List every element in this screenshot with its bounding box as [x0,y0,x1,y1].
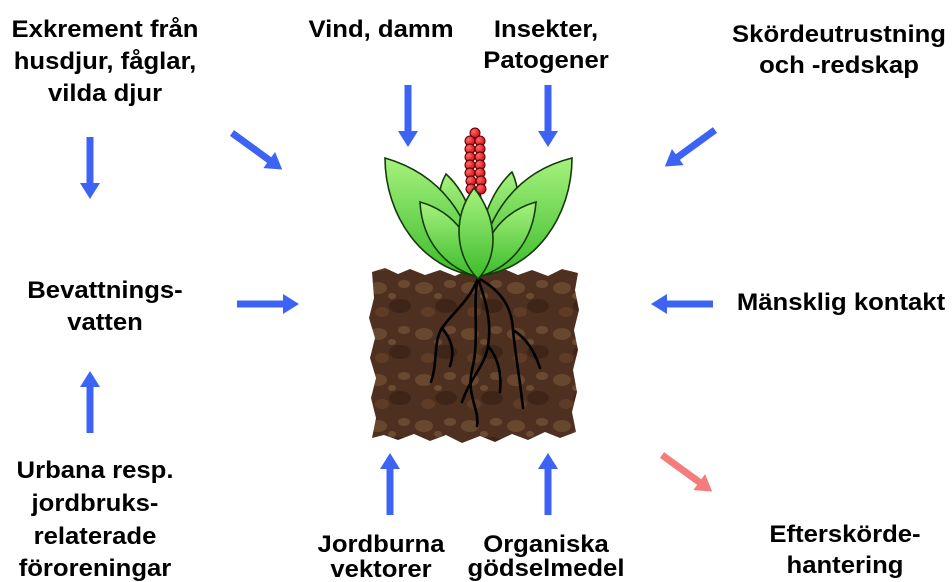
arrow-excrement-to-irrigation [80,137,100,199]
plant-illustration [369,128,579,443]
label-excrement-line-3: vilda djur [48,81,162,107]
label-pollution: Urbana resp. jordbruks- relaterade föror… [17,458,174,582]
arrow-wind-to-plant [398,85,418,147]
label-excrement: Exkrement från husdjur, fåglar, vilda dj… [12,16,199,107]
label-irrigation-line-2: vatten [67,310,143,336]
label-post-harvest-line-1: Efterskörde- [769,522,920,548]
label-insects-line-2: Patogener [483,48,609,74]
label-pollution-line-1: Urbana resp. [17,458,174,484]
label-irrigation: Bevattnings- vatten [27,278,182,336]
label-post-harvest-line-2: hantering [787,553,904,579]
arrow-excrement-to-plant [226,125,288,178]
label-excrement-line-1: Exkrement från [12,16,199,43]
label-soil-vectors-line-1: Jordburna [318,532,445,558]
arrow-irrigation-to-plant [237,294,299,314]
arrow-harvest-equipment-to-plant [659,122,721,175]
label-pollution-line-3: relaterade [34,524,157,550]
label-harvest-equipment: Skördeutrustning och -redskap [732,22,946,79]
arrow-fertilizer-to-plant [538,453,558,515]
label-fertilizer-line-2: gödselmedel [468,556,625,582]
label-wind-line-1: Vind, damm [308,17,453,43]
label-pollution-line-2: jordbruks- [30,491,158,517]
arrow-pollution-to-irrigation [80,371,100,433]
label-insects-line-1: Insekter, [494,17,598,43]
label-soil-vectors-line-2: vektorer [330,557,432,582]
label-human-contact: Mänsklig kontakt [737,290,945,316]
label-human-contact-line-1: Mänsklig kontakt [737,290,945,316]
label-harvest-equipment-line-2: och -redskap [759,53,919,79]
label-wind: Vind, damm [308,17,453,43]
label-soil-vectors: Jordburna vektorer [318,532,445,582]
arrow-human-contact-to-plant [651,294,713,314]
label-harvest-equipment-line-1: Skördeutrustning [732,22,946,48]
label-fertilizer: Organiska gödselmedel [468,532,625,582]
label-irrigation-line-1: Bevattnings- [27,278,182,304]
label-pollution-line-4: föroreningar [19,556,172,582]
label-post-harvest: Efterskörde- hantering [769,522,920,579]
label-excrement-line-2: husdjur, fåglar, [14,48,197,75]
arrow-insects-to-plant [538,85,558,147]
label-insects: Insekter, Patogener [483,17,609,74]
label-fertilizer-line-1: Organiska [483,532,609,558]
arrow-plant-to-post-harvest [656,447,718,500]
arrow-soil-vectors-to-plant [380,453,400,515]
